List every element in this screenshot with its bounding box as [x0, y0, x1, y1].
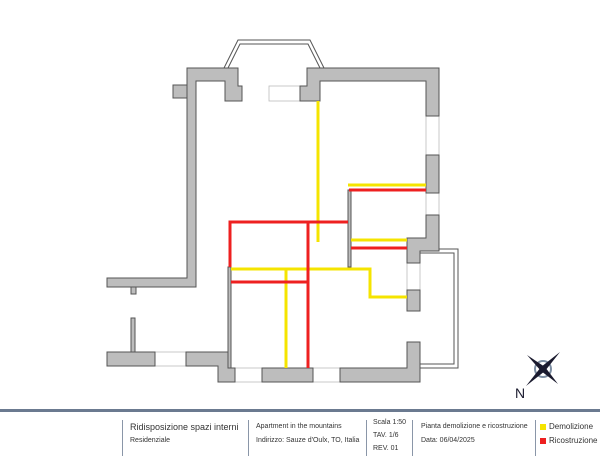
demolition-lines: [231, 101, 426, 368]
divider: [248, 420, 249, 456]
location-info: Apartment in the mountains Indirizzo: Sa…: [256, 420, 359, 448]
floor-plan: N: [106, 39, 560, 401]
address: Indirizzo: Sauze d'Oulx, TO, Italia: [256, 437, 360, 444]
north-compass: N: [515, 352, 560, 401]
drawing-title: Pianta demolizione e ricostruzione: [421, 423, 528, 430]
project-title: Ridisposizione spazi interni: [130, 422, 239, 432]
sheet-number: TAV. 1/6: [373, 432, 399, 439]
legend: Demolizione Ricostruzione: [540, 420, 597, 448]
legend-demolition: Demolizione: [540, 420, 597, 434]
scale: Scala 1:50: [373, 419, 407, 426]
yellow-swatch-icon: [540, 424, 546, 430]
project-name: Apartment in the mountains: [256, 423, 342, 430]
red-swatch-icon: [540, 438, 546, 444]
drawing-info: Pianta demolizione e ricostruzione Data:…: [421, 420, 528, 448]
divider: [366, 420, 367, 456]
legend-reconstruction: Ricostruzione: [540, 434, 597, 448]
compass-north-label: N: [515, 385, 525, 401]
title-block: Ridisposizione spazi interni Residenzial…: [0, 409, 600, 463]
divider: [535, 420, 536, 456]
reconstruction-lines: [228, 188, 426, 368]
walls: [106, 67, 440, 383]
project-info: Ridisposizione spazi interni Residenzial…: [130, 420, 239, 448]
divider: [122, 420, 123, 456]
revision: REV. 01: [373, 445, 399, 452]
divider: [412, 420, 413, 456]
sheet-info: Scala 1:50 TAV. 1/6 REV. 01: [373, 416, 406, 455]
windows: [154, 85, 440, 383]
balcony: [420, 248, 459, 369]
project-type: Residenziale: [130, 437, 171, 444]
bay-window: [223, 39, 325, 69]
date: Data: 06/04/2025: [421, 437, 475, 444]
